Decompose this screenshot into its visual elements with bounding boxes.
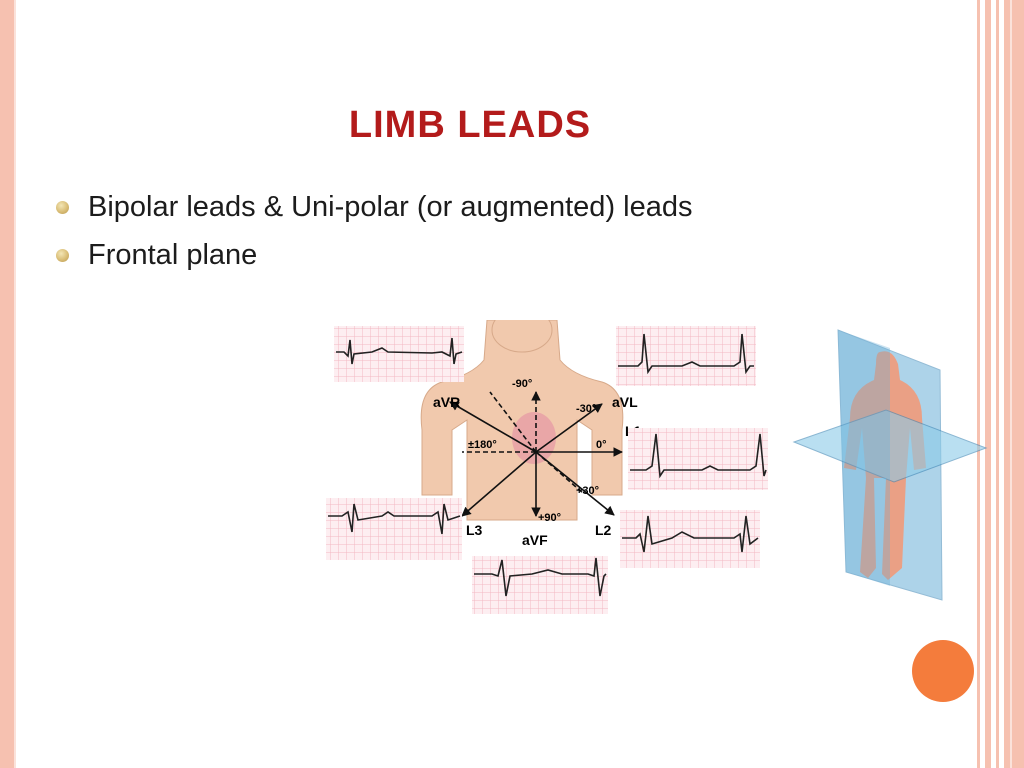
transverse-plane bbox=[792, 409, 988, 483]
angle-label: -90° bbox=[512, 378, 532, 390]
bullet-item: Frontal plane bbox=[54, 234, 692, 282]
bullet-item: Bipolar leads & Uni-polar (or augmented)… bbox=[54, 186, 692, 234]
ecg-strip-avf bbox=[472, 556, 608, 614]
ecg-strip-avl bbox=[616, 326, 756, 386]
anatomical-planes-illustration bbox=[792, 329, 988, 601]
right-stripe bbox=[1004, 0, 1024, 768]
bullet-text: Frontal plane bbox=[88, 239, 258, 271]
torso-illustration bbox=[420, 320, 624, 521]
angle-label: -30° bbox=[576, 403, 596, 415]
angle-label: +90° bbox=[538, 512, 561, 524]
ecg-strip-l2 bbox=[620, 510, 760, 568]
angle-label: +30° bbox=[576, 485, 599, 497]
angle-label: 0° bbox=[596, 439, 607, 451]
bullet-list: Bipolar leads & Uni-polar (or augmented)… bbox=[54, 186, 692, 282]
lead-label-l3: L3 bbox=[466, 522, 483, 538]
right-stripe bbox=[996, 0, 999, 768]
angle-label: ±180° bbox=[468, 439, 497, 451]
lead-label-avr: aVR bbox=[433, 394, 460, 410]
right-stripe bbox=[1010, 0, 1012, 768]
frontal-plane bbox=[838, 330, 890, 586]
left-border-line bbox=[14, 0, 16, 768]
right-stripe bbox=[977, 0, 980, 768]
ecg-strip-l1 bbox=[628, 428, 768, 490]
orange-circle-decoration bbox=[912, 640, 974, 702]
ecg-strip-l3 bbox=[326, 498, 462, 560]
axis-lines bbox=[449, 391, 623, 517]
lead-label-avl: aVL bbox=[612, 394, 638, 410]
limb-leads-figure: -90° -30° ±180° 0° +30° +90° aVR aVL L1 … bbox=[326, 320, 768, 614]
bullet-dot-icon bbox=[56, 201, 69, 214]
lead-label-avf: aVF bbox=[522, 532, 548, 548]
bullet-text: Bipolar leads & Uni-polar (or augmented)… bbox=[88, 191, 693, 223]
lead-label-l2: L2 bbox=[595, 522, 612, 538]
slide-title: LIMB LEADS bbox=[348, 104, 592, 146]
ecg-strip-avr bbox=[334, 326, 464, 382]
bullet-dot-icon bbox=[56, 249, 69, 262]
right-stripe bbox=[985, 0, 991, 768]
left-border bbox=[0, 0, 14, 768]
